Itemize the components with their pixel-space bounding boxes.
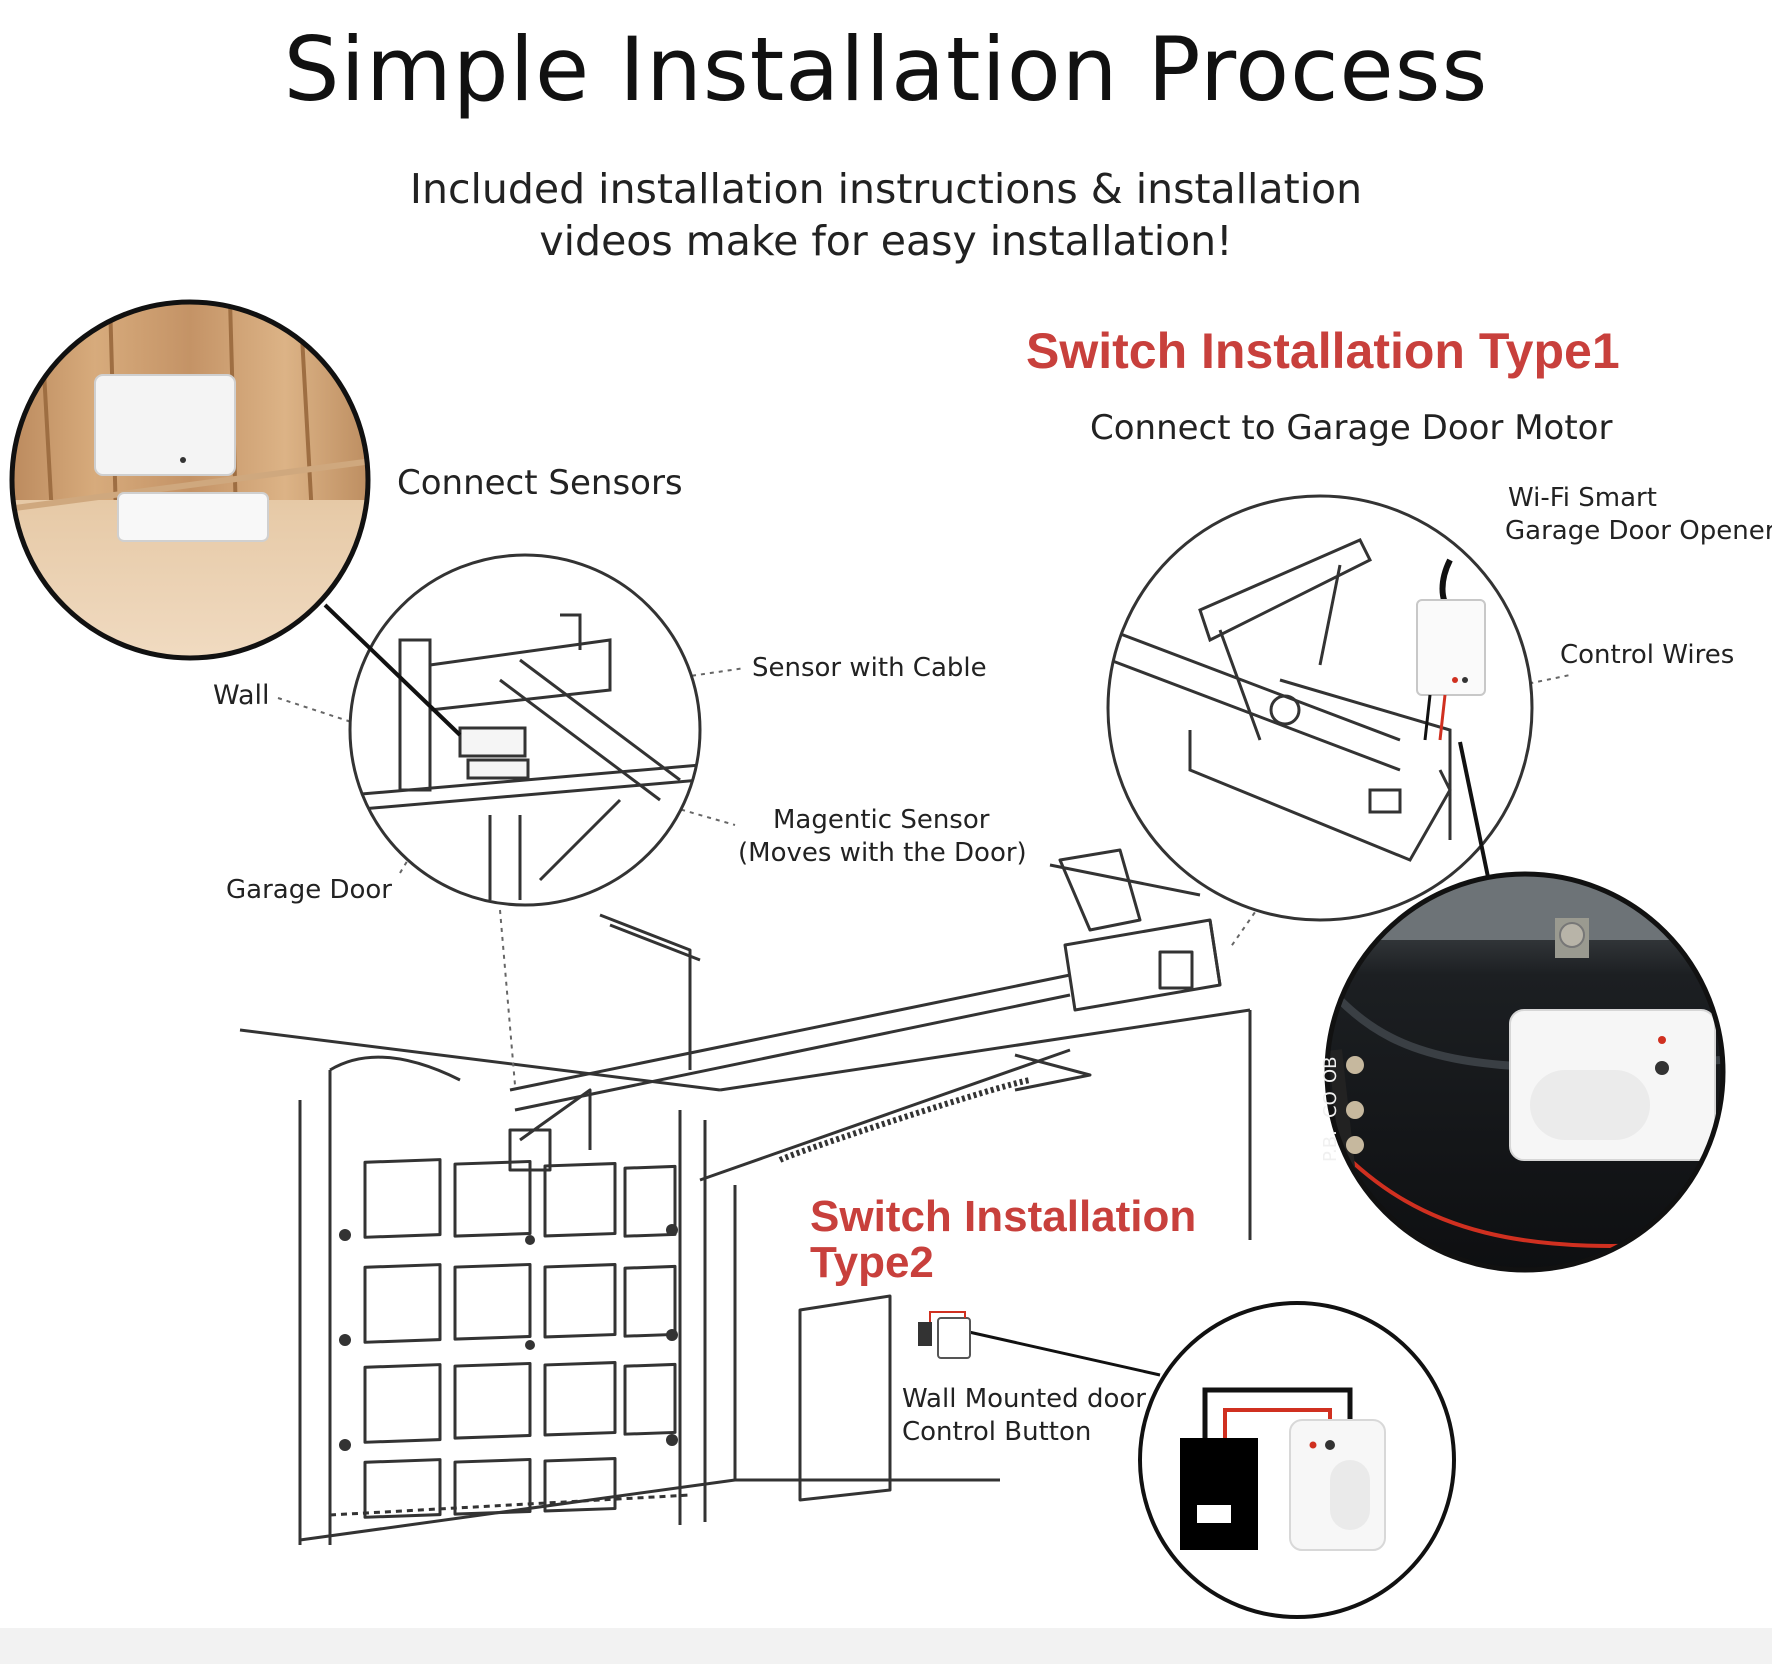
wall-label: Wall — [213, 680, 270, 711]
bottom-strip — [0, 1628, 1772, 1664]
terminal-co-label: CO — [1320, 1091, 1341, 1118]
wall-button-drawing — [918, 1311, 971, 1359]
garage-door-label: Garage Door — [226, 875, 392, 905]
subtitle-line-1: Included installation instructions & ins… — [409, 165, 1363, 213]
garage-line-drawing — [239, 848, 1252, 1545]
sensor-photo-circle — [9, 299, 371, 661]
magnetic-sensor-label-line-2: (Moves with the Door) — [738, 838, 1027, 868]
motor-photo-circle: P.B. CO OB — [1320, 871, 1726, 1273]
terminal-labels: P.B. CO OB — [1320, 1056, 1341, 1162]
page-title: Simple Installation Process — [283, 18, 1489, 121]
type2-heading-line-1: Switch Installation — [810, 1192, 1197, 1241]
wall-button-label-line-1: Wall Mounted door — [902, 1384, 1146, 1414]
opener-label-line-2: Garage Door Opener — [1505, 516, 1772, 546]
type2-heading-line-2: Type2 — [810, 1238, 934, 1287]
button-photo-circle — [1138, 1301, 1456, 1619]
sensor-zoom-circle — [348, 553, 702, 907]
type1-heading: Switch Installation Type1 — [1026, 323, 1620, 379]
control-wires-label: Control Wires — [1560, 640, 1735, 670]
type1-subheading: Connect to Garage Door Motor — [1090, 408, 1613, 448]
opener-label-line-1: Wi-Fi Smart — [1508, 483, 1657, 513]
motor-zoom-circle — [1106, 494, 1534, 922]
wall-button-label-line-2: Control Button — [902, 1417, 1092, 1447]
subtitle-line-2: videos make for easy installation! — [539, 217, 1233, 265]
connect-sensors-heading: Connect Sensors — [397, 463, 683, 503]
terminal-pb-label: P.B. — [1320, 1130, 1341, 1162]
terminal-ob-label: OB — [1320, 1056, 1341, 1083]
sensor-with-cable-label: Sensor with Cable — [752, 653, 987, 683]
magnetic-sensor-label-line-1: Magentic Sensor — [773, 805, 990, 835]
